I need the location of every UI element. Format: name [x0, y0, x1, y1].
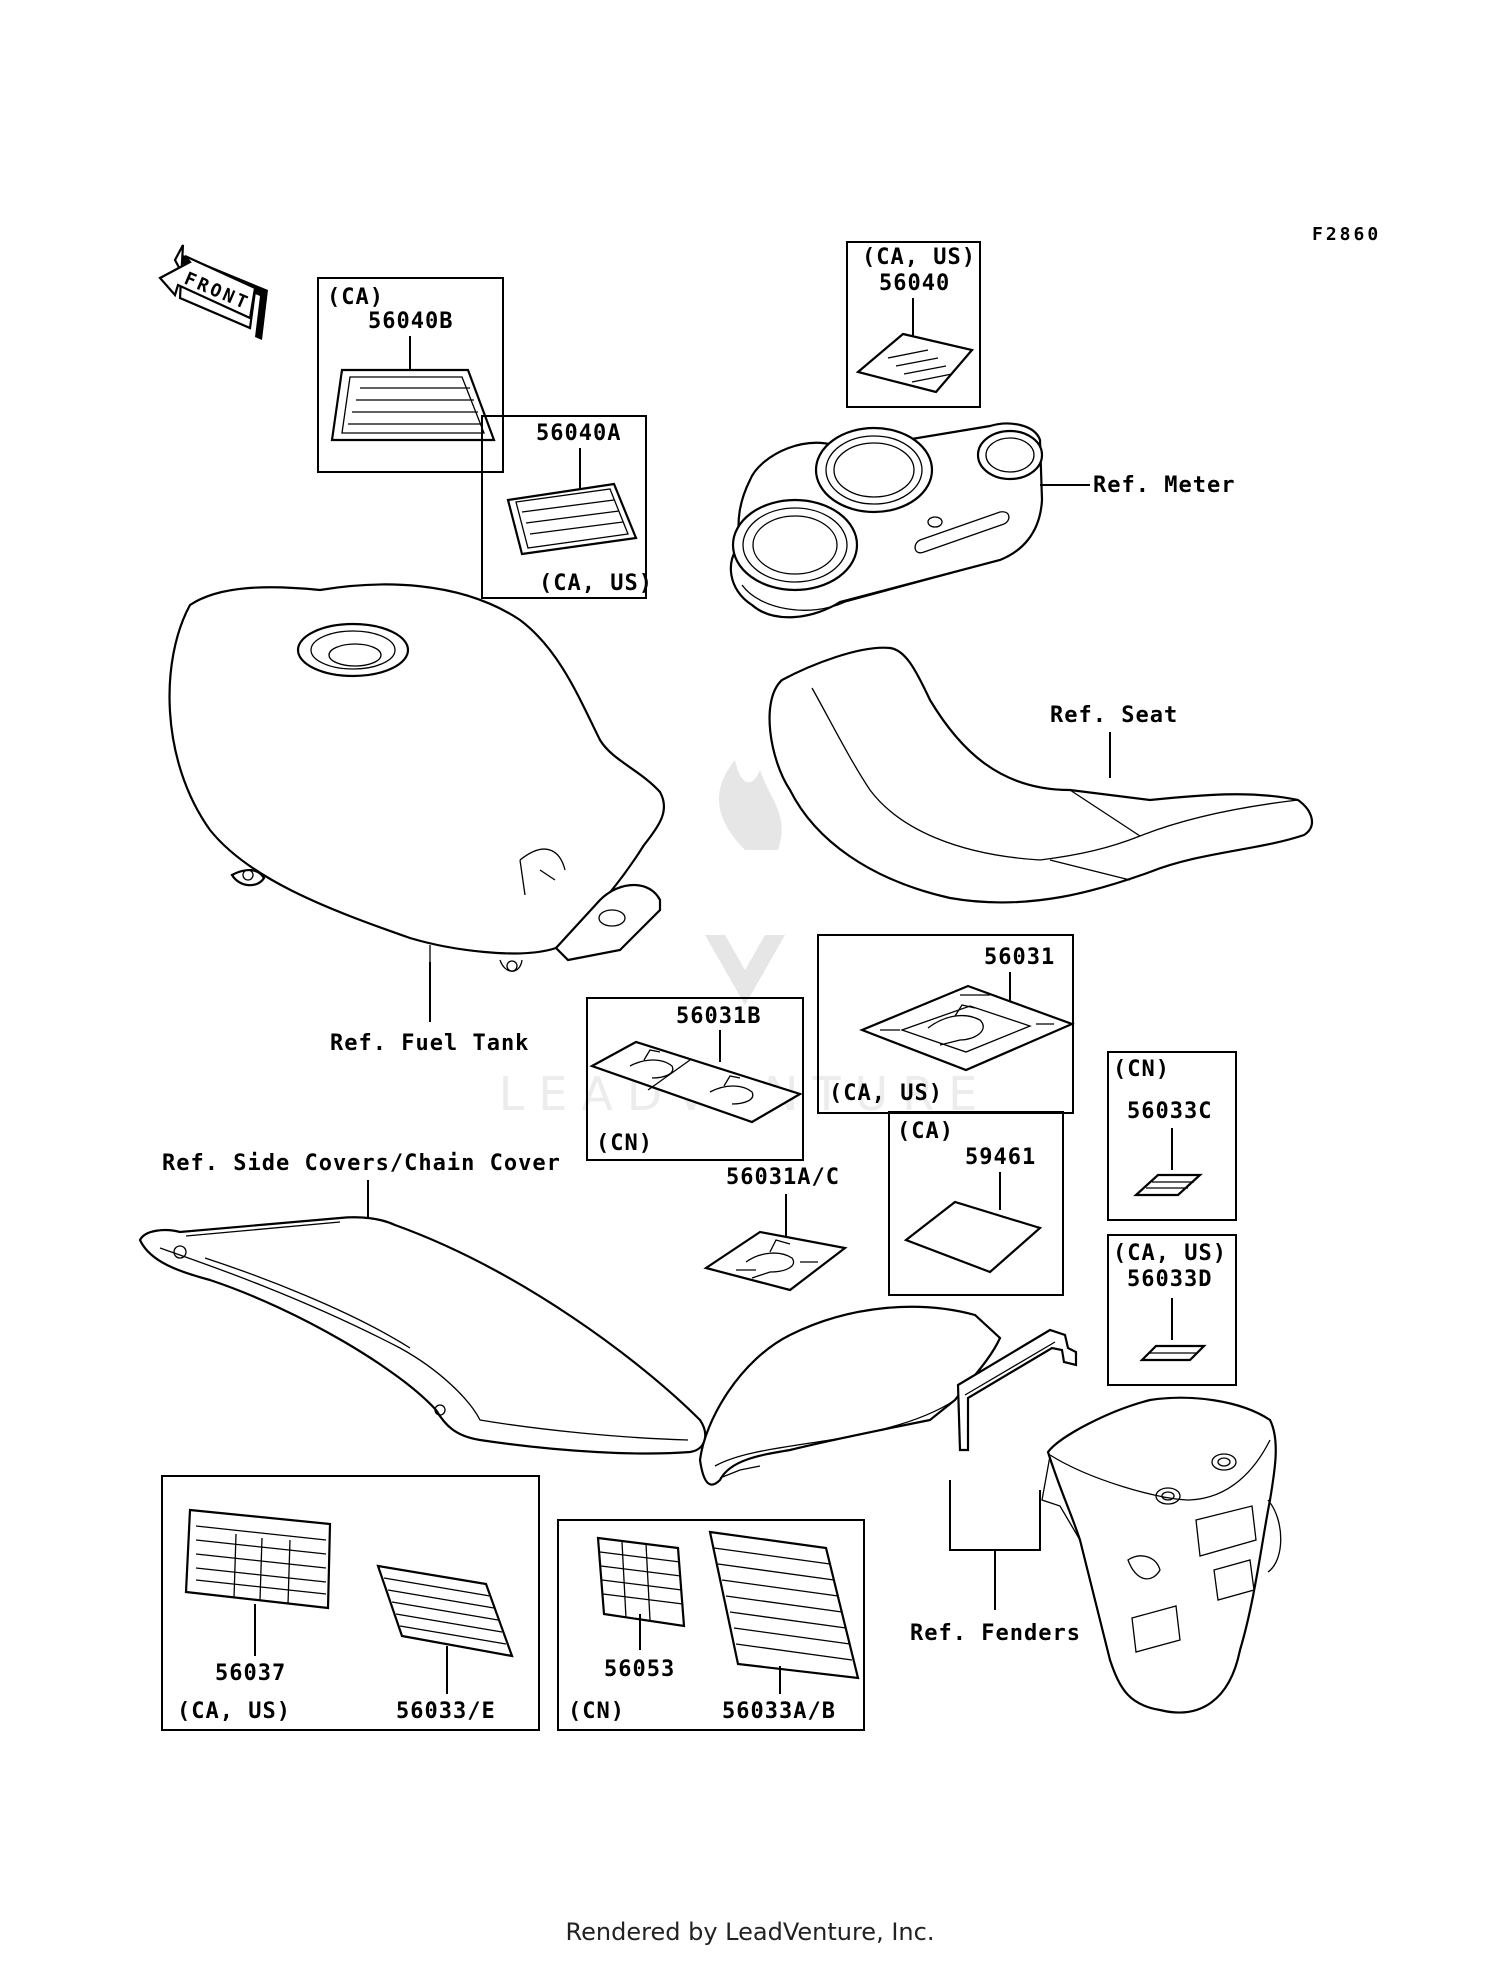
callout-56033D: (CA, US) 56033D	[1107, 1234, 1237, 1386]
ref-side-covers: Ref. Side Covers/Chain Cover	[162, 1151, 561, 1176]
decal-56031B-icon	[589, 1040, 803, 1124]
meter-part	[729, 422, 1044, 619]
region-56031: (CA, US)	[829, 1081, 943, 1106]
ref-seat: Ref. Seat	[1050, 703, 1178, 728]
front-arrow-icon: FRONT	[158, 244, 268, 340]
callout-group-cn: (CN) 56053 56033A/B	[557, 1519, 865, 1731]
part-56033D: 56033D	[1127, 1267, 1212, 1292]
part-56040A: 56040A	[536, 421, 621, 446]
decal-56040-icon	[855, 332, 975, 394]
region-59461: (CA)	[897, 1119, 954, 1144]
decal-56040A-icon	[506, 482, 638, 556]
callout-56040: (CA, US) 56040	[846, 241, 981, 408]
part-56037: 56037	[215, 1661, 286, 1686]
decal-56033D-icon	[1139, 1344, 1207, 1362]
region-56033D: (CA, US)	[1113, 1241, 1227, 1266]
callout-56031AC: 56031A/C	[703, 1165, 848, 1292]
part-59461: 59461	[965, 1145, 1036, 1170]
decal-56040B-icon	[330, 368, 496, 442]
decal-56033E-icon	[376, 1564, 514, 1658]
callout-56033C: (CN) 56033C	[1107, 1051, 1237, 1221]
part-56033AB: 56033A/B	[722, 1699, 836, 1724]
part-56033E: 56033/E	[396, 1699, 496, 1724]
region-56040B: (CA)	[327, 285, 384, 310]
part-56031B: 56031B	[676, 1004, 761, 1029]
part-56033C: 56033C	[1127, 1099, 1212, 1124]
callout-56040B: (CA) 56040B	[317, 277, 504, 473]
callout-56040A: 56040A (CA, US)	[481, 415, 653, 599]
decal-59461-icon	[903, 1200, 1043, 1274]
decal-56037-icon	[184, 1508, 332, 1610]
decal-56031-icon	[859, 984, 1075, 1072]
part-56031AC: 56031A/C	[726, 1165, 840, 1190]
part-56040: 56040	[879, 271, 950, 296]
part-56031: 56031	[984, 945, 1055, 970]
part-56040B: 56040B	[368, 309, 453, 334]
region-56033C: (CN)	[1113, 1057, 1170, 1082]
decal-56053-icon	[596, 1536, 686, 1628]
rear-fender-mudguard-part	[1041, 1396, 1282, 1714]
ref-meter: Ref. Meter	[1093, 473, 1235, 498]
region-group-cn: (CN)	[568, 1699, 625, 1724]
rear-fender-part	[698, 1305, 1078, 1486]
side-cover-part	[138, 1216, 707, 1455]
region-group-ca-us: (CA, US)	[177, 1699, 291, 1724]
part-56053: 56053	[604, 1657, 675, 1682]
seat-part	[768, 646, 1314, 904]
callout-group-ca-us: (CA, US) 56037 56033/E	[161, 1475, 540, 1731]
callout-56031B: 56031B (CN)	[586, 997, 804, 1161]
decal-56033AB-icon	[708, 1530, 860, 1680]
callout-59461: (CA) 59461	[888, 1111, 1064, 1296]
region-56031B: (CN)	[596, 1131, 653, 1156]
decal-56031AC-icon	[703, 1230, 848, 1292]
ref-fenders: Ref. Fenders	[910, 1621, 1081, 1646]
footer-credit: Rendered by LeadVenture, Inc.	[565, 1918, 935, 1946]
fuel-tank-part	[168, 583, 665, 972]
decal-56033C-icon	[1133, 1173, 1203, 1197]
region-56040A: (CA, US)	[539, 571, 653, 596]
diagram-code: F2860	[1312, 224, 1381, 245]
region-56040: (CA, US)	[862, 245, 976, 270]
ref-fuel-tank: Ref. Fuel Tank	[330, 1031, 529, 1056]
